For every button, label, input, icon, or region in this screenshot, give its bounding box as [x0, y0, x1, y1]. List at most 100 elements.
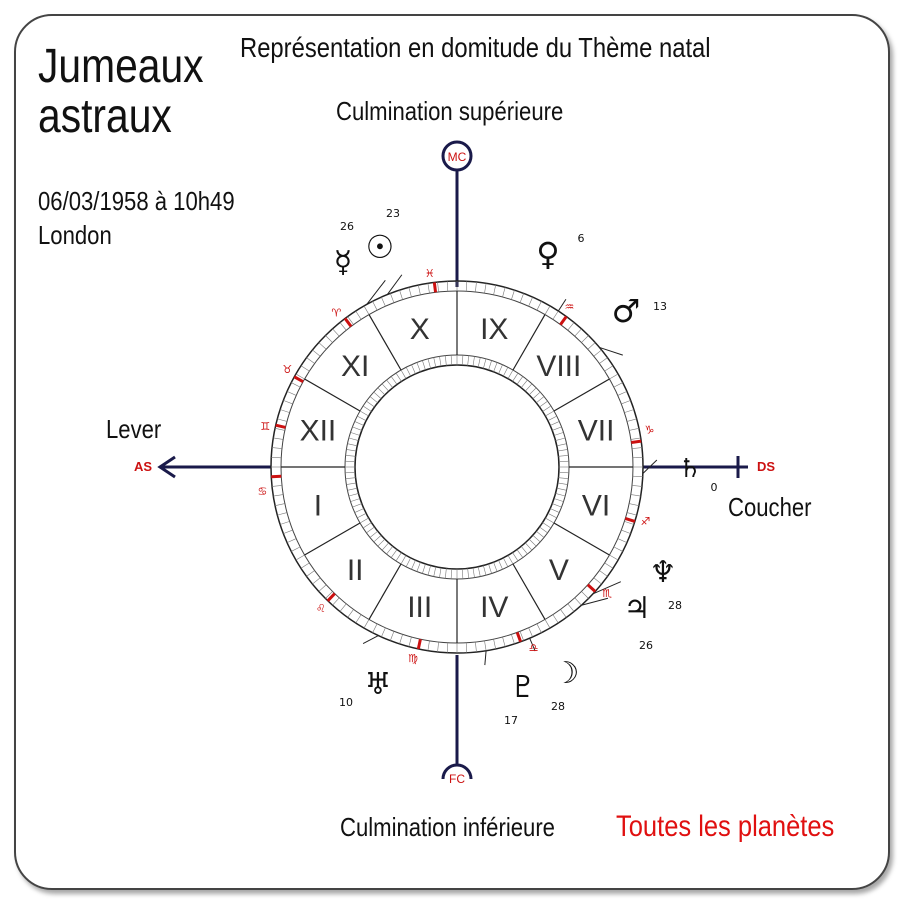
neptune-icon: ♆: [650, 555, 677, 590]
inner-tick: [545, 517, 555, 524]
outer-tick: [544, 305, 551, 315]
inner-tick: [377, 387, 386, 396]
inner-tick: [528, 387, 537, 396]
inner-tick: [483, 565, 487, 576]
inner-tick: [433, 357, 437, 368]
inner-tick: [555, 437, 566, 441]
outer-tick: [372, 301, 378, 311]
sign-glyph: ♒: [564, 300, 574, 313]
outer-tick: [390, 631, 395, 641]
outer-tick: [408, 287, 412, 298]
inner-tick: [347, 487, 358, 491]
inner-tick: [547, 415, 557, 421]
inner-tick: [498, 560, 503, 570]
inner-tick: [345, 454, 356, 457]
house-viii-numeral: VIII: [536, 350, 581, 383]
planet-pointers: [362, 274, 658, 666]
inner-tick: [488, 563, 492, 574]
outer-tick: [325, 335, 333, 343]
outer-tick: [312, 577, 321, 585]
house-iii-numeral: III: [407, 591, 432, 624]
coucher-label: Coucher: [728, 492, 812, 522]
house-iv-numeral: IV: [480, 591, 508, 624]
inner-tick: [411, 364, 416, 374]
house-cusp-line: [512, 563, 546, 620]
inner-tick: [362, 405, 372, 412]
inner-tick: [377, 538, 386, 547]
outer-tick: [528, 627, 533, 638]
inner-tick: [390, 549, 398, 558]
outer-tick: [493, 285, 496, 295]
outer-tick: [446, 281, 449, 292]
house-cusp-line: [368, 563, 402, 620]
sign-cusp-mark: [586, 583, 597, 593]
outer-tick: [280, 409, 290, 413]
inner-tick: [553, 432, 564, 436]
inner-tick: [369, 530, 378, 538]
outer-tick: [632, 447, 643, 449]
inner-tick: [462, 568, 464, 579]
inner-tick: [439, 356, 442, 367]
outer-tick: [599, 570, 608, 577]
outer-tick: [593, 577, 602, 585]
mercury-degree: 26: [340, 220, 354, 233]
mars-icon: ♂: [612, 292, 641, 330]
planet-pointer: [592, 581, 622, 595]
inner-tick: [503, 557, 509, 567]
neptune-degree: 28: [668, 599, 682, 612]
inner-tick: [433, 566, 437, 577]
outer-tick: [318, 584, 327, 592]
outer-tick: [465, 281, 468, 292]
outer-tick: [511, 634, 515, 644]
inner-tick: [493, 562, 498, 572]
saturn-icon: ♄: [678, 454, 701, 484]
inner-tick: [444, 355, 447, 366]
outer-tick: [519, 293, 524, 303]
inner-tick: [525, 383, 533, 392]
inner-tick: [558, 460, 569, 462]
outer-tick: [604, 562, 614, 569]
outer-tick: [609, 373, 619, 380]
house-vii-numeral: VII: [578, 415, 615, 448]
outer-tick: [567, 322, 575, 331]
planet-pointer: [599, 346, 623, 356]
outer-tick: [291, 546, 301, 552]
outer-tick: [347, 316, 354, 325]
inner-tick: [352, 503, 362, 508]
jupiter-degree: 26: [639, 639, 653, 652]
outer-tick: [381, 627, 386, 638]
as-label: AS: [134, 459, 152, 474]
outer-tick: [427, 283, 430, 294]
inner-tick: [348, 437, 359, 441]
outer-tick: [283, 529, 293, 534]
outer-tick: [300, 365, 310, 372]
inner-tick: [366, 400, 375, 408]
inner-tick: [444, 568, 447, 579]
inner-tick: [516, 376, 524, 385]
as-arrow-icon: [157, 455, 176, 479]
inner-tick: [359, 410, 369, 417]
inner-tick: [411, 560, 416, 570]
outer-tick: [347, 609, 354, 618]
house-cusp-line: [553, 522, 610, 556]
inner-tick: [350, 432, 361, 436]
planet-pointer: [484, 650, 487, 666]
outer-tick: [581, 591, 589, 599]
outer-tick: [312, 349, 321, 357]
inner-tick: [552, 426, 562, 431]
inner-tick: [422, 360, 426, 371]
inner-tick: [373, 535, 382, 543]
house-v-numeral: V: [549, 554, 569, 587]
inner-tick: [483, 358, 487, 369]
outer-tick: [626, 512, 637, 516]
outer-tick: [363, 305, 370, 315]
outer-tick: [295, 554, 305, 561]
outer-tick: [399, 634, 403, 644]
sign-glyph: ♋: [258, 485, 268, 498]
inner-tick: [405, 557, 411, 567]
inner-tick: [550, 421, 560, 426]
mc-marker: [441, 140, 473, 172]
planet-pointer: [362, 635, 379, 645]
outer-tick: [599, 357, 608, 364]
